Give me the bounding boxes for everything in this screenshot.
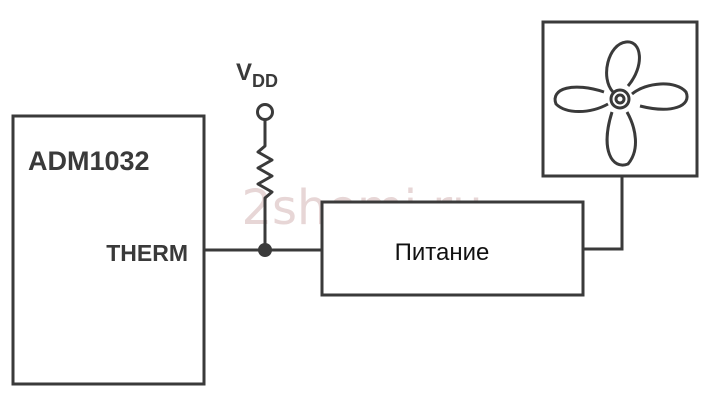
- pullup-resistor: [256, 120, 274, 246]
- vdd-label: VDD: [236, 59, 278, 91]
- fan-icon: [553, 40, 689, 167]
- vdd-main: V: [236, 59, 252, 86]
- power-block-label: Питание: [395, 239, 490, 266]
- chip-name: ADM1032: [28, 146, 150, 176]
- fan-wire: [583, 176, 624, 251]
- power-block: [320, 200, 585, 297]
- junction-dot: [258, 243, 272, 257]
- therm-pin-label: THERM: [106, 240, 188, 266]
- vdd-terminal: [256, 103, 274, 121]
- vdd-subscript: DD: [252, 71, 278, 91]
